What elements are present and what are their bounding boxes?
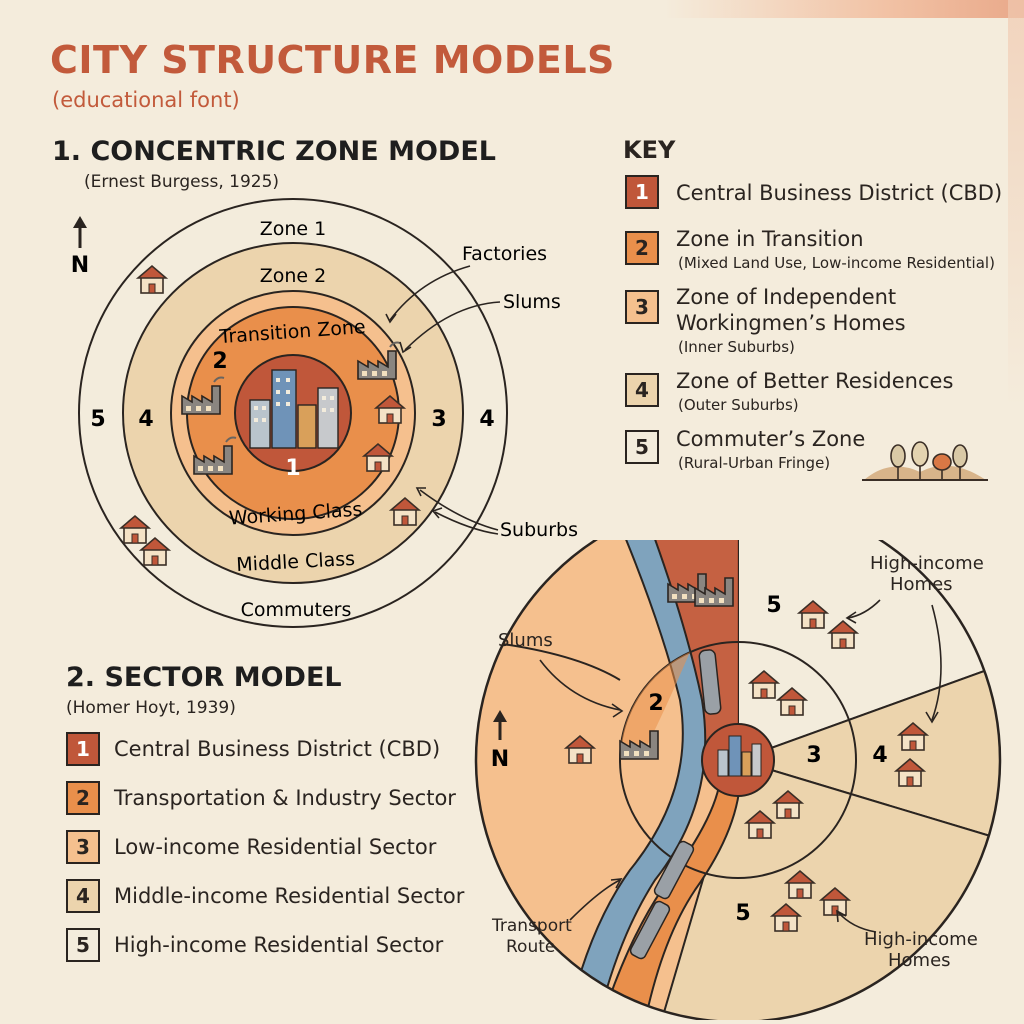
concentric-author: (Ernest Burgess, 1925): [84, 172, 280, 192]
key-swatch-number: 4: [635, 378, 649, 402]
north-label: N: [71, 253, 89, 278]
sector-title: 2. SECTOR MODEL: [66, 662, 342, 693]
sector-callout-hi-bottom-1: High-income: [864, 929, 978, 950]
key-label-1: Central Business District (CBD): [676, 181, 1003, 205]
sector-callout-arrows: [539, 599, 942, 933]
concentric-title: 1. CONCENTRIC ZONE MODEL: [52, 136, 496, 167]
sector-swatch-number: 5: [76, 933, 90, 957]
sector-north-label: N: [491, 747, 509, 770]
key-swatch-number: 2: [635, 236, 649, 260]
zone-number-4-left: 4: [138, 407, 153, 432]
trees-icon: [862, 441, 988, 481]
edge-decoration: [1008, 0, 1024, 1024]
zone-number-1: 1: [285, 456, 300, 481]
corner-decoration: [664, 0, 1024, 18]
sector-swatch-1: 1: [66, 732, 100, 766]
zone-number-4-right: 4: [479, 407, 494, 432]
sector-number-5-bottom: 5: [735, 901, 750, 926]
concentric-diagram: Zone 1 Zone 2 Transition Zone Working Cl…: [71, 198, 578, 628]
sector-diagram: 2 3 4 5 5: [474, 540, 1002, 1020]
sector-callout-hi-top-2: Homes: [890, 574, 953, 595]
sector-swatch-number: 1: [76, 737, 90, 761]
page-title: CITY STRUCTURE MODELS: [50, 38, 615, 82]
ring-label-zone1: Zone 1: [260, 218, 327, 240]
sector-swatch-number: 2: [76, 786, 90, 810]
key-note-5: (Rural-Urban Fringe): [678, 454, 831, 472]
sector-label-2: Transportation & Industry Sector: [114, 786, 456, 810]
key-swatch-number: 3: [635, 295, 649, 319]
key-swatch-3: 3: [625, 290, 659, 324]
key-label-3b: Workingmen’s Homes: [676, 311, 906, 335]
zone-number-3: 3: [431, 407, 446, 432]
sector-number-2: 2: [648, 691, 663, 716]
ring-label-zone2: Zone 2: [260, 265, 327, 287]
sector-swatch-number: 4: [76, 884, 90, 908]
key-title: KEY: [623, 136, 676, 164]
sector-label-1: Central Business District (CBD): [114, 737, 441, 761]
sector-callout-transport-2: Route: [506, 937, 556, 957]
sector-label-4: Middle-income Residential Sector: [114, 884, 465, 908]
north-arrow-icon: [73, 216, 87, 248]
ring-label-commuters: Commuters: [241, 599, 352, 621]
callout-arrows: [385, 265, 501, 535]
key-swatch-number: 5: [635, 435, 649, 459]
key-swatch-5: 5: [625, 430, 659, 464]
sector-swatch-4: 4: [66, 879, 100, 913]
page-subtitle: (educational font): [52, 88, 240, 112]
key-label-3a: Zone of Independent: [676, 285, 897, 309]
north-arrow-icon: N: [491, 710, 509, 770]
sector-number-5-top: 5: [766, 593, 781, 618]
key-note-3: (Inner Suburbs): [678, 338, 795, 356]
sector-label-3: Low-income Residential Sector: [114, 835, 437, 859]
sector-swatch-3: 3: [66, 830, 100, 864]
key-swatch-4: 4: [625, 373, 659, 407]
key-note-4: (Outer Suburbs): [678, 396, 799, 414]
sector-label-5: High-income Residential Sector: [114, 933, 444, 957]
sector-cbd-buildings-icon: [717, 735, 762, 777]
sector-swatch-2: 2: [66, 781, 100, 815]
sector-number-4: 4: [872, 743, 887, 768]
key-label-2: Zone in Transition: [676, 227, 864, 251]
sector-callout-hi-top-1: High-income: [870, 553, 984, 574]
sector-swatch-5: 5: [66, 928, 100, 962]
river: [558, 540, 707, 1020]
zone-number-2: 2: [212, 349, 227, 374]
zone-number-5: 5: [90, 407, 105, 432]
train-icon: [629, 649, 722, 960]
key-swatch-2: 2: [625, 231, 659, 265]
sector-author: (Homer Hoyt, 1939): [66, 698, 236, 718]
callout-factories: Factories: [462, 243, 547, 265]
sector-number-3: 3: [806, 743, 821, 768]
key-label-5: Commuter’s Zone: [676, 427, 866, 451]
callout-suburbs: Suburbs: [500, 519, 578, 541]
sector-callout-slums: Slums: [498, 630, 553, 651]
callout-slums: Slums: [503, 291, 561, 313]
cbd-buildings-icon: [249, 369, 339, 449]
sector-swatch-number: 3: [76, 835, 90, 859]
key-note-2: (Mixed Land Use, Low-income Residential): [678, 254, 995, 272]
key-swatch-number: 1: [635, 180, 649, 204]
sector-callout-hi-bottom-2: Homes: [888, 950, 951, 971]
sector-callout-transport-1: Transport: [492, 916, 572, 936]
key-label-4: Zone of Better Residences: [676, 369, 954, 393]
key-swatch-1: 1: [625, 175, 659, 209]
